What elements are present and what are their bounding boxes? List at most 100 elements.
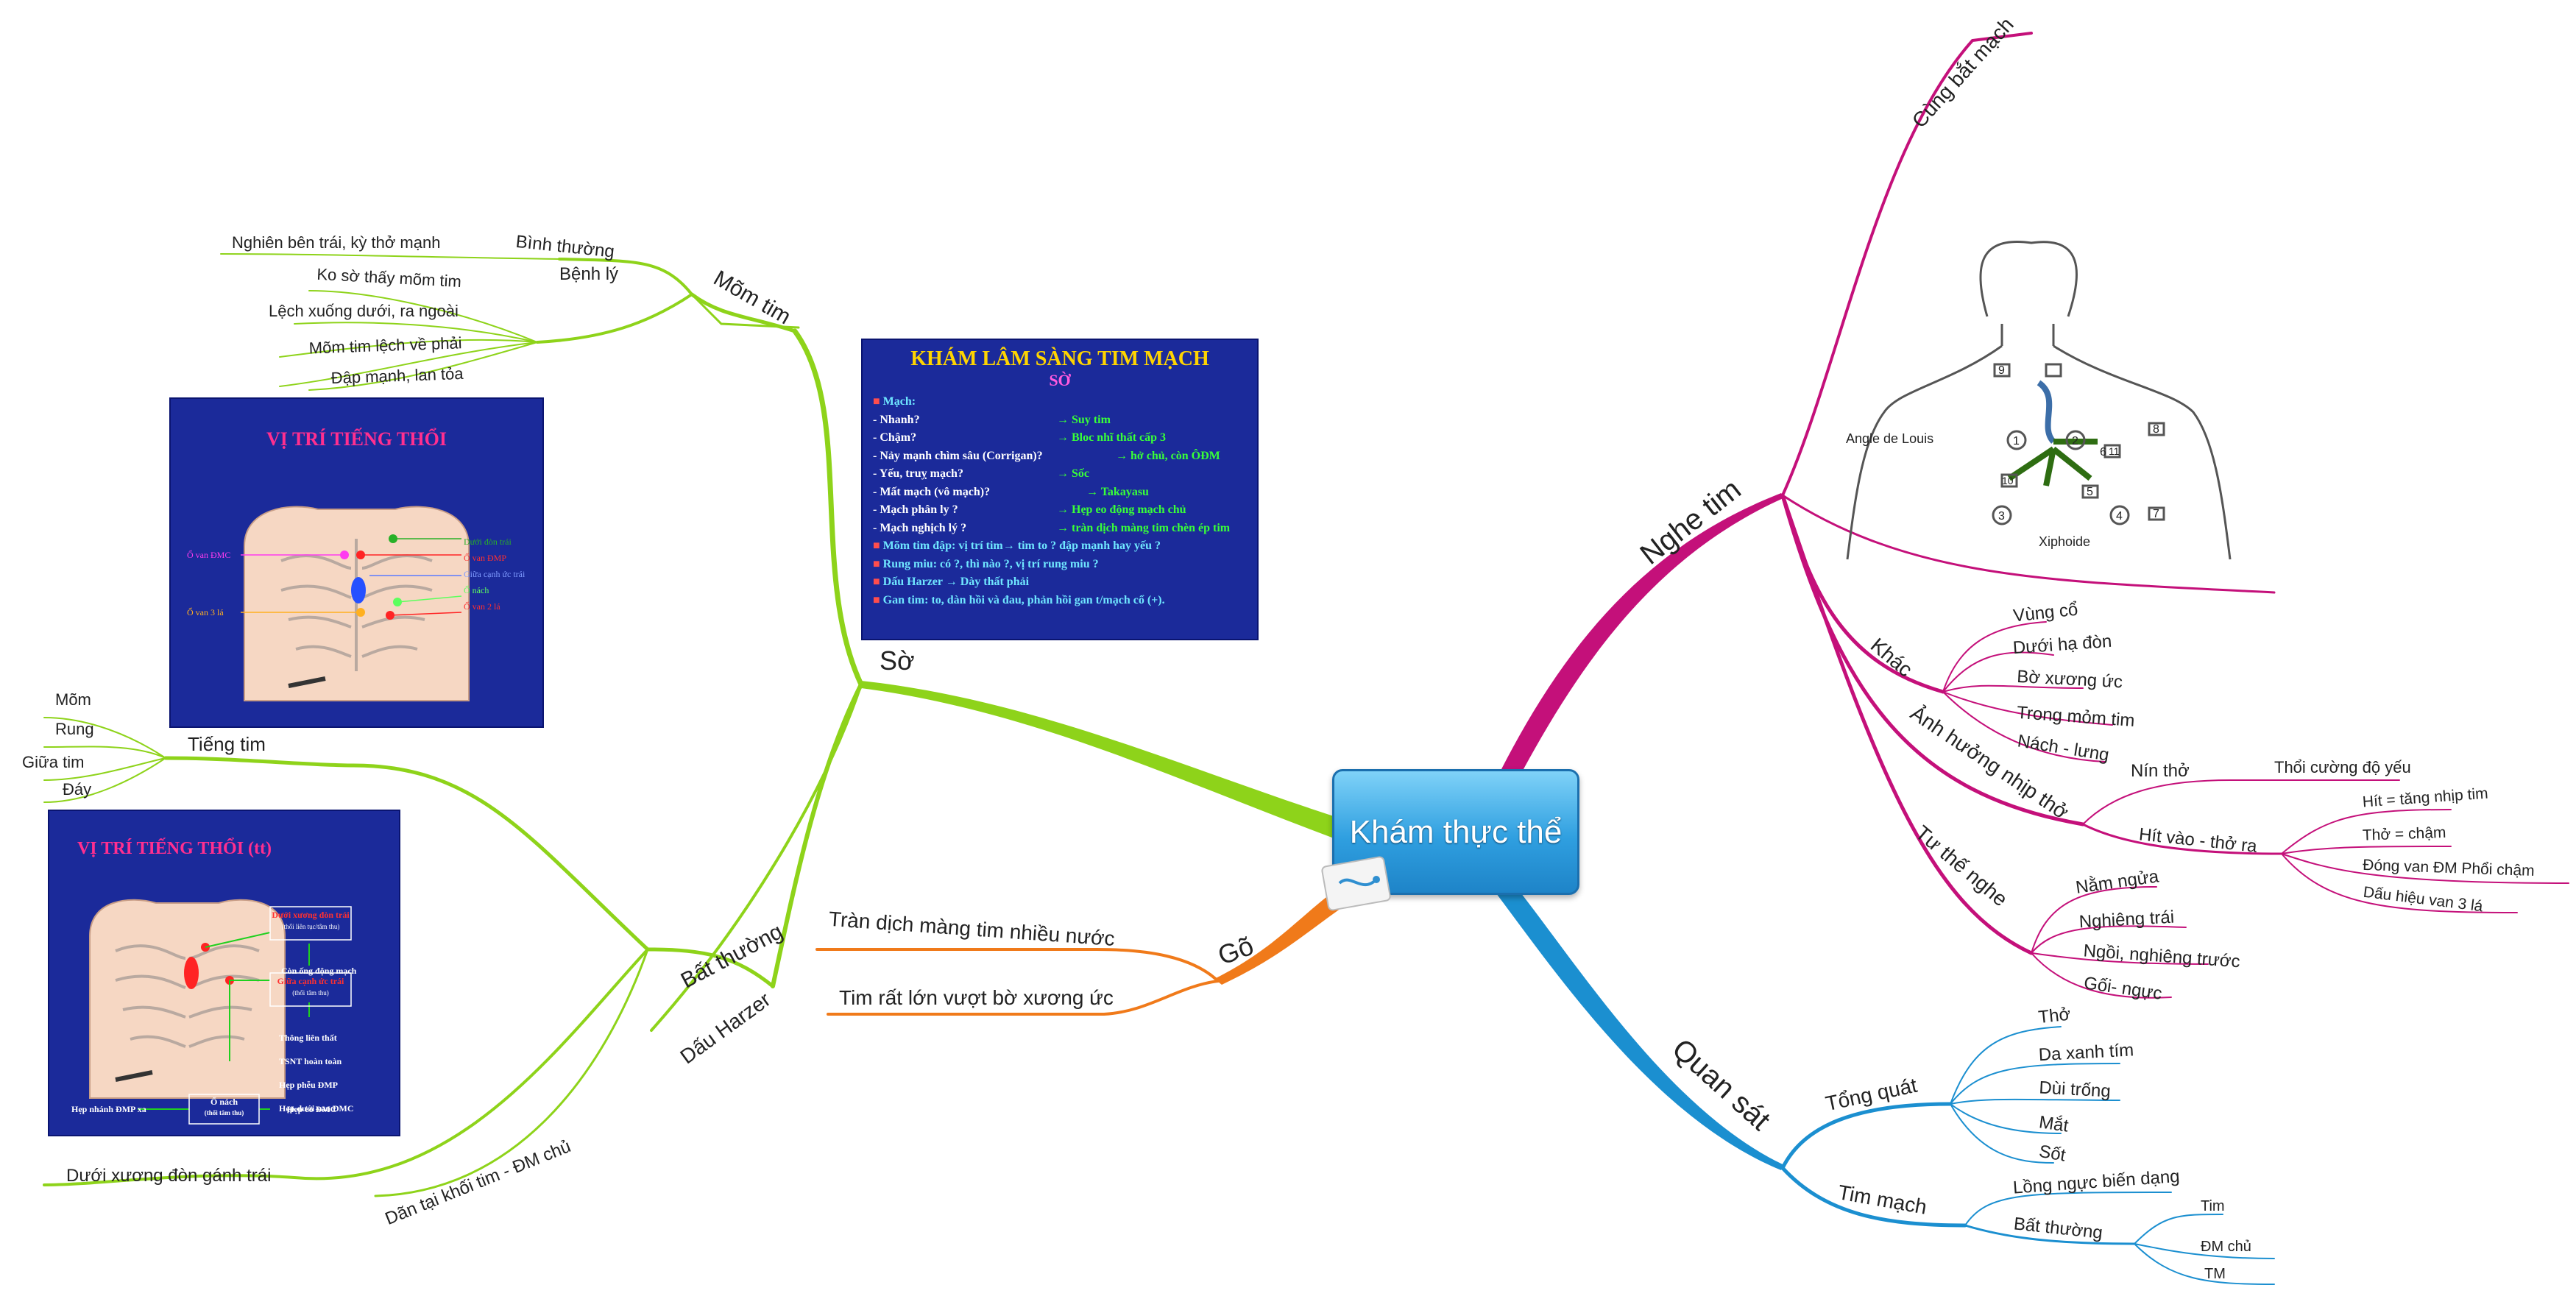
pulse-row-r: → tràn dịch màng tim chèn ép tim: [1057, 521, 1231, 534]
label-benh-ly: Bệnh lý: [559, 264, 618, 284]
chest-diagram-2: [89, 899, 352, 1125]
pulse-row-r: → Bloc nhĩ thất cấp 3: [1057, 431, 1167, 444]
tieng-tim-item: Đáy: [63, 780, 91, 799]
murmur-location-panel-2: VỊ TRÍ TIẾNG THỔI (tt) Dưới xương đòn tr…: [48, 810, 400, 1136]
go-item: Tim rất lớn vượt bờ xương ức: [839, 986, 1114, 1009]
auscultation-num: 3: [1998, 510, 2005, 523]
clinical-exam-title: KHÁM LÂM SÀNG TIM MẠCH: [910, 347, 1209, 370]
exam-bullet: Gan tim: to, dàn hồi và đau, phản hồi ga…: [882, 593, 1165, 606]
pulse-row-l: - Nảy mạnh chìm sâu (Corrigan)?: [873, 449, 1043, 462]
murmur-label: Ổ van ĐMP: [464, 553, 507, 563]
murmur2-label: (thổi tâm thu): [292, 989, 329, 997]
label-hit-vao: Hít vào - thở ra: [2138, 824, 2259, 857]
exam-bullet: Dấu Harzer → Dày thất phải: [882, 576, 1030, 588]
murmur-location-panel: VỊ TRÍ TIẾNG THỔI Dưới đòn trái Ổ: [169, 397, 544, 728]
pulse-row-l: - Yếu, truỵ mạch?: [873, 467, 963, 480]
branch-so-stem: [861, 681, 1336, 839]
hit-vao-item: Hít = tăng nhịp tim: [2362, 785, 2488, 811]
clinical-exam-panel: KHÁM LÂM SÀNG TIM MẠCH SỜ ■ Mạch: - Nhan…: [861, 339, 1259, 640]
auscultation-num: 7: [2153, 508, 2159, 520]
branch-quan-stem: [1494, 887, 1784, 1170]
tong-quat-item: Thở: [2037, 1005, 2072, 1027]
go-item: Tràn dịch màng tim nhiều nước: [828, 907, 1116, 950]
auscultation-num: 6: [2100, 446, 2106, 459]
exam-bullet: Rung miu: có ?, thì nào ?, vị trí rung m…: [882, 557, 1099, 570]
murmur2-label: Hẹp eo ĐMC: [287, 1104, 337, 1114]
murmur2-label: TSNT hoàn toàn: [279, 1056, 342, 1066]
label-dau-harzer: Dấu Harzer: [676, 988, 774, 1068]
pulse-row-r: → Suy tim: [1057, 413, 1111, 426]
murmur-label: Ổ van 3 lá: [187, 607, 224, 617]
auscultation-label: Xiphoide: [2039, 534, 2090, 549]
label-binh-thuong: Bình thường: [514, 232, 615, 262]
label-tieng-tim: Tiếng tim: [188, 733, 266, 755]
pulse-row-r: → Sốc: [1057, 467, 1089, 480]
branch-go-stem: [1214, 887, 1351, 985]
murmur2-label: Hẹp dưới van ĐMC: [279, 1103, 354, 1114]
pulse-row-l: - Nhanh?: [873, 413, 920, 426]
tieng-tim-item: Mõm: [55, 690, 91, 709]
label-quan-sat: Quan sát: [1666, 1033, 1777, 1136]
bat-thuong-tm-item: TM: [2204, 1266, 2226, 1282]
tu-the-item: Ngồi, nghiêng trước: [2083, 941, 2241, 971]
mom-binh-thuong-item: Nghiên bên trái, kỳ thở mạnh: [232, 233, 440, 252]
pulse-row-l: - Mạch phân ly ?: [873, 503, 958, 516]
murmur-label: Ổ van ĐMC: [187, 550, 231, 560]
murmur2-label: Còn ống động mạch: [281, 966, 357, 976]
pulse-row-l: - Chậm?: [873, 431, 917, 444]
murmur2-label: (thổi liên tục/tâm thu): [281, 923, 340, 930]
auscultation-drawing: [1846, 241, 2232, 560]
bat-thuong-tm-item: ĐM chủ: [2201, 1239, 2251, 1255]
label-nin-tho: Nín thở: [2131, 761, 2190, 781]
murmur2-label: Ổ nách: [210, 1097, 238, 1107]
tong-quat-item: Da xanh tím: [2038, 1040, 2134, 1065]
central-topic[interactable]: Khám thực thể: [1332, 769, 1579, 895]
khac-item: Dưới hạ đòn: [2012, 631, 2112, 658]
label-khac: Khác: [1866, 634, 1917, 682]
auscultation-num: 9: [1998, 364, 2005, 377]
bat-thuong-item: Dưới xương đòn gánh trái: [66, 1166, 271, 1186]
bat-thuong-tm-item: Tim: [2201, 1198, 2225, 1214]
murmur2-label: Dưới xương đòn trái: [272, 910, 350, 920]
tieng-tim-item: Rung: [55, 720, 94, 738]
pulse-row-r: → hở chủ, còn ÔĐM: [1116, 449, 1220, 462]
auscultation-num: 4: [2116, 510, 2123, 523]
auscultation-num: 8: [2153, 423, 2159, 436]
label-so: Sờ: [880, 645, 915, 676]
auscultation-num: 11: [2109, 445, 2120, 457]
hit-vao-item: Thở = chậm: [2362, 824, 2446, 844]
murmur2-label: (thổi tâm thu): [204, 1109, 244, 1116]
tu-the-item: Nằm ngửa: [2075, 866, 2161, 898]
murmur-label: Giữa cạnh ức trái: [464, 569, 526, 579]
tieng-tim-item: Giữa tim: [22, 753, 84, 771]
auscultation-num: 2: [2072, 435, 2078, 447]
stethoscope-icon: [1321, 856, 1391, 911]
auscultation-num: 1: [2013, 435, 2020, 447]
murmur-label: Ổ nách: [464, 585, 489, 595]
tong-quat-item: Sốt: [2037, 1142, 2067, 1166]
pulse-row-l: - Mạch nghịch lý ?: [873, 521, 967, 534]
pulse-row-l: - Mất mạch (vô mạch)?: [873, 485, 991, 498]
tu-the-item: Gối- ngực: [2083, 973, 2163, 1004]
tu-the-item: Nghiêng trái: [2078, 907, 2175, 932]
auscultation-num: 5: [2087, 486, 2093, 498]
auscultation-label: Angle de Louis: [1846, 431, 1933, 446]
label-cung-bat-mach: Cùng bắt mạch: [1908, 13, 2018, 132]
murmur2-label: Hẹp phễu ĐMP: [279, 1080, 339, 1090]
murmur-panel-2-title: VỊ TRÍ TIẾNG THỔI (tt): [77, 839, 272, 858]
murmur-label: Dưới đòn trái: [464, 537, 512, 547]
murmur-panel-title: VỊ TRÍ TIẾNG THỔI: [266, 428, 447, 450]
pulse-row-r: → Hẹp eo động mạch chủ: [1057, 503, 1186, 516]
auscultation-num: 10: [2002, 475, 2014, 486]
clinical-exam-subtitle: SỜ: [1049, 371, 1071, 389]
central-topic-label: Khám thực thể: [1349, 813, 1563, 850]
murmur2-label: Hẹp nhánh ĐMP xa: [71, 1104, 146, 1114]
pulse-row-r: → Takayasu: [1086, 485, 1149, 498]
khac-item: Trong mỏm tim: [2016, 703, 2135, 731]
branch-nghe-stem: [1501, 493, 1785, 769]
exam-bullet: Mõm tim đập: vị trí tim→ tim to ? đập mạ…: [882, 539, 1161, 552]
murmur-label: Ổ van 2 lá: [464, 601, 500, 612]
tong-quat-item: Dùi trống: [2039, 1077, 2112, 1101]
khac-item: Bờ xương ức: [2017, 667, 2123, 692]
